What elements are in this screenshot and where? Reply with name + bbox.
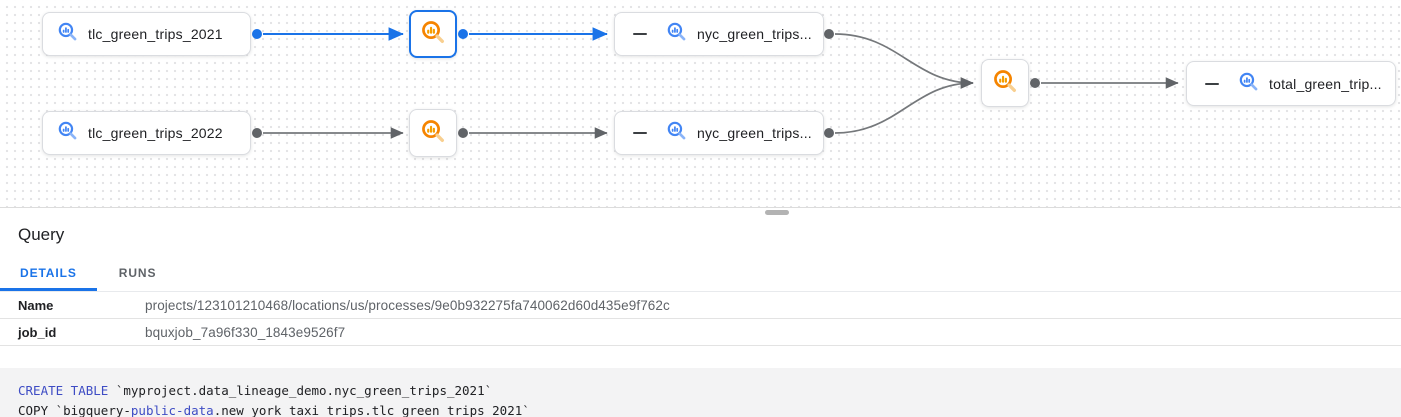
node-tlc-green-trips-2022[interactable]: tlc_green_trips_2022 <box>42 111 251 155</box>
bigquery-table-icon <box>1238 71 1259 97</box>
bigquery-process-icon <box>420 118 446 149</box>
collapse-minus-icon[interactable] <box>1205 75 1219 92</box>
bigquery-process-icon <box>420 19 446 50</box>
lineage-edges <box>252 27 1179 139</box>
sql-line-2: COPY `bigquery-public-data.new_york_taxi… <box>18 403 530 417</box>
details-panel: Query DETAILS RUNS Name projects/1231012… <box>0 208 1401 417</box>
collapse-minus-icon[interactable] <box>633 125 647 142</box>
node-tlc-green-trips-2021[interactable]: tlc_green_trips_2021 <box>42 12 251 56</box>
edge-nyc2022-to-join[interactable] <box>834 77 974 134</box>
panel-title: Query <box>18 225 65 244</box>
node-nyc-green-trips-2021[interactable]: nyc_green_trips... <box>614 12 824 56</box>
edge-start-dot <box>458 128 468 138</box>
bigquery-table-icon <box>666 120 687 146</box>
lineage-graph[interactable]: tlc_green_trips_2021 nyc_green_tr <box>0 0 1401 208</box>
edge-start-dot <box>824 29 834 39</box>
node-total-green-trips[interactable]: total_green_trip... <box>1186 61 1396 106</box>
detail-value: bquxjob_7a96f330_1843e9526f7 <box>145 324 346 340</box>
process-node-selected[interactable] <box>409 10 457 58</box>
bigquery-process-icon <box>992 68 1018 99</box>
detail-row-name: Name projects/123101210468/locations/us/… <box>0 292 1401 319</box>
panel-tabs: DETAILS RUNS <box>0 258 1401 292</box>
process-node-join[interactable] <box>981 59 1029 107</box>
panel-resize-handle[interactable] <box>765 210 789 215</box>
edge-start-dot <box>252 128 262 138</box>
edge-start-dot <box>252 29 262 39</box>
node-label: tlc_green_trips_2021 <box>88 26 223 42</box>
bigquery-table-icon <box>57 120 78 146</box>
node-nyc-green-trips-2022[interactable]: nyc_green_trips... <box>614 111 824 155</box>
collapse-minus-icon[interactable] <box>633 26 647 43</box>
edge-nyc2021-to-join[interactable] <box>834 33 974 89</box>
edge-start-dot <box>458 29 468 39</box>
node-label: nyc_green_trips... <box>697 125 812 141</box>
node-label: tlc_green_trips_2022 <box>88 125 223 141</box>
detail-row-job-id: job_id bquxjob_7a96f330_1843e9526f7 <box>0 319 1401 346</box>
node-label: nyc_green_trips... <box>697 26 812 42</box>
sql-code-block[interactable]: CREATE TABLE `myproject.data_lineage_dem… <box>0 368 1401 417</box>
edge-start-dot <box>1030 78 1040 88</box>
tab-runs[interactable]: RUNS <box>118 266 157 280</box>
sql-line-1: CREATE TABLE `myproject.data_lineage_dem… <box>18 383 493 398</box>
edge-start-dot <box>824 128 834 138</box>
detail-value: projects/123101210468/locations/us/proce… <box>145 297 670 313</box>
detail-key: job_id <box>18 324 57 340</box>
process-node-2022[interactable] <box>409 109 457 157</box>
bigquery-table-icon <box>666 21 687 47</box>
bigquery-table-icon <box>57 21 78 47</box>
node-label: total_green_trip... <box>1269 75 1382 92</box>
detail-key: Name <box>18 297 54 313</box>
tab-details[interactable]: DETAILS <box>0 258 97 291</box>
